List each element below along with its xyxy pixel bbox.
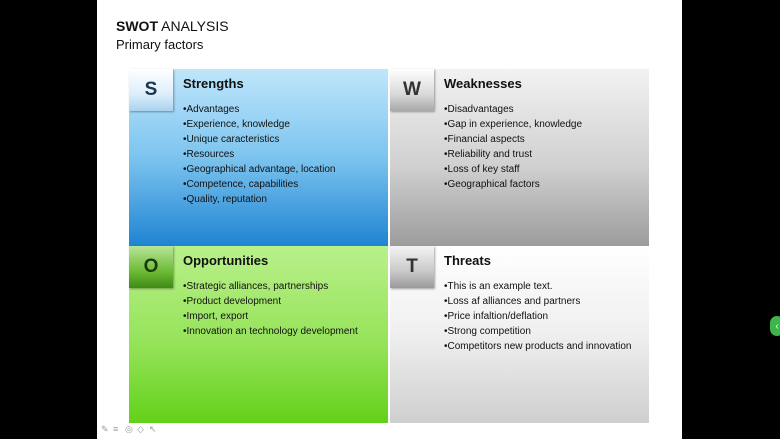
list-item: •Loss af alliances and partners bbox=[444, 296, 581, 307]
list-item: •Loss of key staff bbox=[444, 164, 520, 175]
opportunities-quadrant: O Opportunities •Strategic alliances, pa… bbox=[129, 246, 388, 423]
menu-icon[interactable]: ≡ bbox=[113, 424, 119, 434]
pointer-icon[interactable]: ↖ bbox=[149, 424, 157, 434]
weaknesses-quadrant: W Weaknesses •Disadvantages •Gap in expe… bbox=[390, 69, 649, 246]
list-item: •Geographical advantage, location bbox=[183, 164, 336, 175]
list-item: •Product development bbox=[183, 296, 282, 307]
list-item: •Gap in experience, knowledge bbox=[444, 119, 583, 130]
eraser-icon[interactable]: ◇ bbox=[137, 424, 144, 434]
opportunities-title: Opportunities bbox=[183, 253, 269, 268]
list-item: •Competitors new products and innovation bbox=[444, 341, 632, 352]
list-item: •Reliability and trust bbox=[444, 149, 532, 160]
list-item: •Financial aspects bbox=[444, 134, 525, 145]
list-item: •This is an example text. bbox=[444, 281, 553, 292]
slide-subtitle: Primary factors bbox=[116, 37, 204, 52]
list-item: •Competence, capabilities bbox=[183, 179, 299, 190]
list-item: •Strategic alliances, partnerships bbox=[183, 281, 329, 292]
slideshow-toolbar: ✎ ≡ ◎ ◇ ↖ bbox=[101, 424, 157, 434]
side-tab-icon[interactable]: ‹ bbox=[770, 316, 780, 336]
list-item: •Innovation an technology development bbox=[183, 326, 358, 337]
threats-list: •This is an example text. •Loss af allia… bbox=[444, 279, 632, 354]
weaknesses-title: Weaknesses bbox=[444, 76, 522, 91]
weaknesses-list: •Disadvantages •Gap in experience, knowl… bbox=[444, 102, 582, 192]
list-item: •Geographical factors bbox=[444, 179, 540, 190]
slide-title: SWOT ANALYSIS bbox=[116, 18, 229, 34]
zoom-icon[interactable]: ◎ bbox=[125, 424, 133, 434]
weaknesses-letter: W bbox=[390, 69, 434, 111]
opportunities-list: •Strategic alliances, partnerships •Prod… bbox=[183, 279, 358, 339]
threats-quadrant: T Threats •This is an example text. •Los… bbox=[390, 246, 649, 423]
threats-letter: T bbox=[390, 246, 434, 288]
title-rest: ANALYSIS bbox=[158, 18, 229, 34]
list-item: •Unique caracteristics bbox=[183, 134, 280, 145]
strengths-quadrant: S Strengths •Advantages •Experience, kno… bbox=[129, 69, 388, 246]
list-item: •Quality, reputation bbox=[183, 194, 267, 205]
list-item: •Advantages bbox=[183, 104, 240, 115]
strengths-letter: S bbox=[129, 69, 173, 111]
opportunities-letter: O bbox=[129, 246, 173, 288]
list-item: •Disadvantages bbox=[444, 104, 514, 115]
list-item: •Price infaltion/deflation bbox=[444, 311, 549, 322]
strengths-title: Strengths bbox=[183, 76, 244, 91]
list-item: •Experience, knowledge bbox=[183, 119, 290, 130]
title-bold: SWOT bbox=[116, 18, 158, 34]
threats-title: Threats bbox=[444, 253, 491, 268]
list-item: •Resources bbox=[183, 149, 235, 160]
list-item: •Strong competition bbox=[444, 326, 531, 337]
pen-icon[interactable]: ✎ bbox=[101, 424, 109, 434]
strengths-list: •Advantages •Experience, knowledge •Uniq… bbox=[183, 102, 336, 207]
list-item: •Import, export bbox=[183, 311, 249, 322]
